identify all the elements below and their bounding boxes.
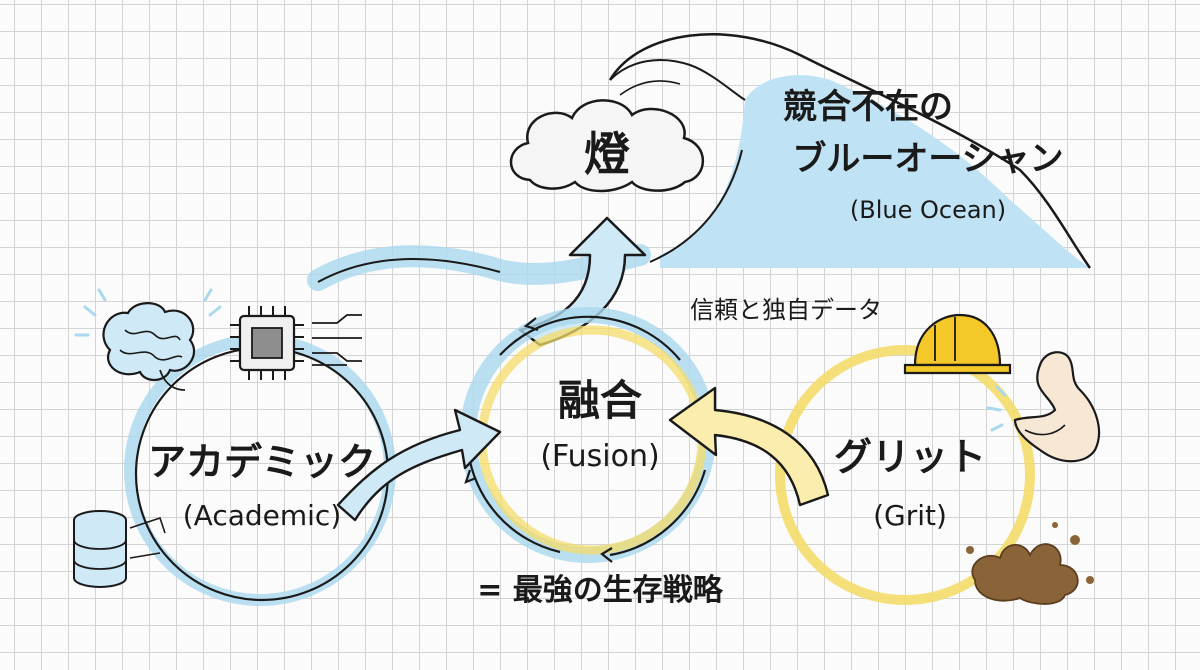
goal-label: 燈 [584, 127, 630, 181]
academic-label: アカデミック [148, 440, 376, 484]
flexed-arm-icon [986, 351, 1100, 463]
blue-band [307, 244, 651, 291]
grit-sublabel: (Grit) [873, 499, 947, 532]
grit-ring-yellow [775, 345, 1035, 605]
blue-ocean-line3: (Blue Ocean) [850, 196, 1006, 224]
brain-icon [74, 288, 222, 391]
mud-splash-icon [966, 522, 1094, 605]
fusion-sublabel: (Fusion) [540, 439, 659, 474]
fusion-label: 融合 [558, 376, 642, 425]
wave-icon [608, 33, 1092, 269]
chip-icon [230, 306, 362, 380]
database-icon [73, 510, 166, 588]
grit-label: グリット [834, 435, 986, 479]
academic-sublabel: (Academic) [183, 499, 342, 532]
goal-cloud [509, 99, 705, 193]
academic-arrow [336, 408, 502, 522]
hard-hat-icon [903, 313, 1012, 375]
blue-ocean-line1: 競合不在の [783, 87, 953, 127]
strategy-label: = 最強の生存戦略 [477, 573, 724, 608]
grit-arrow [668, 386, 830, 507]
blue-ocean-line2: ブルーオーシャン [792, 139, 1063, 179]
trust-label: 信頼と独自データ [690, 296, 882, 324]
